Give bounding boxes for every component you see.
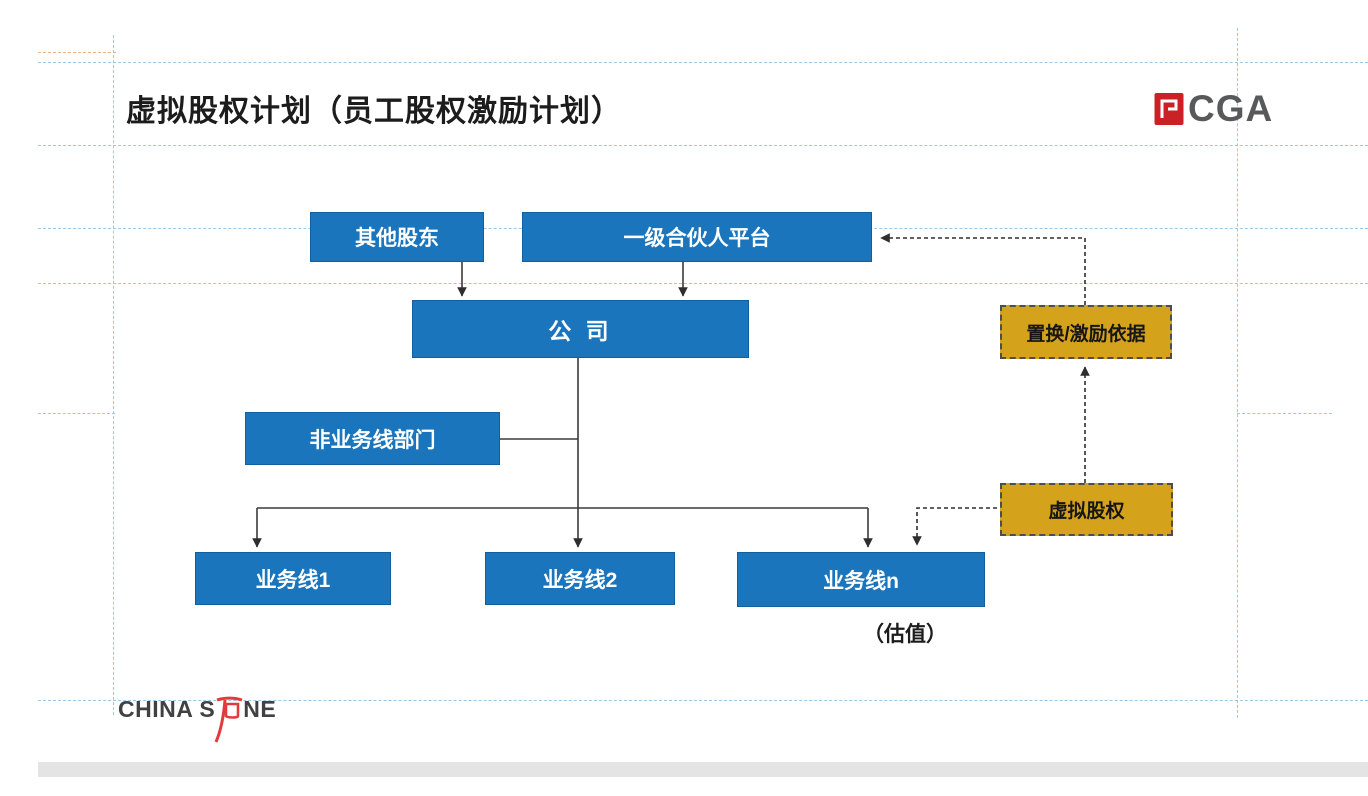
china-stone-logo: CHINA S NE [118, 696, 277, 744]
guide-h-4 [38, 283, 1368, 284]
node-business-line-2: 业务线2 [485, 552, 675, 605]
page-title: 虚拟股权计划（员工股权激励计划） [126, 95, 622, 128]
node-other-shareholders: 其他股东 [310, 212, 484, 262]
node-virtual-equity: 虚拟股权 [1000, 483, 1173, 536]
guide-orange-top-left [38, 52, 116, 53]
slide-bottom-edge [38, 762, 1368, 777]
valuation-caption: （估值） [863, 623, 947, 646]
guide-v-right [1237, 28, 1238, 718]
node-business-line-1: 业务线1 [195, 552, 391, 605]
guide-h-1 [38, 62, 1368, 63]
dashed-arrow-equity-to-lineN [912, 507, 997, 546]
dashed-arrow-basis-to-platform [880, 233, 1086, 305]
node-swap-incentive-basis: 置换/激励依据 [1000, 305, 1172, 359]
cga-logo: CGA [1154, 90, 1273, 127]
cga-logo-text: CGA [1188, 88, 1274, 129]
cga-red-door-icon [1154, 92, 1184, 125]
stone-red-glyph-icon [214, 696, 243, 743]
guide-h-5-left [38, 413, 115, 414]
node-partner-platform: 一级合伙人平台 [522, 212, 872, 262]
guide-h-6 [38, 700, 1368, 701]
node-business-line-n: 业务线n [737, 552, 985, 607]
guide-h-5-right [1237, 413, 1332, 414]
node-company: 公 司 [412, 300, 749, 358]
china-stone-text-left: CHINA S [118, 696, 216, 722]
node-non-business-dept: 非业务线部门 [245, 412, 500, 465]
guide-v-left [113, 35, 114, 715]
china-stone-text-right: NE [243, 696, 277, 722]
guide-h-2 [38, 145, 1368, 146]
